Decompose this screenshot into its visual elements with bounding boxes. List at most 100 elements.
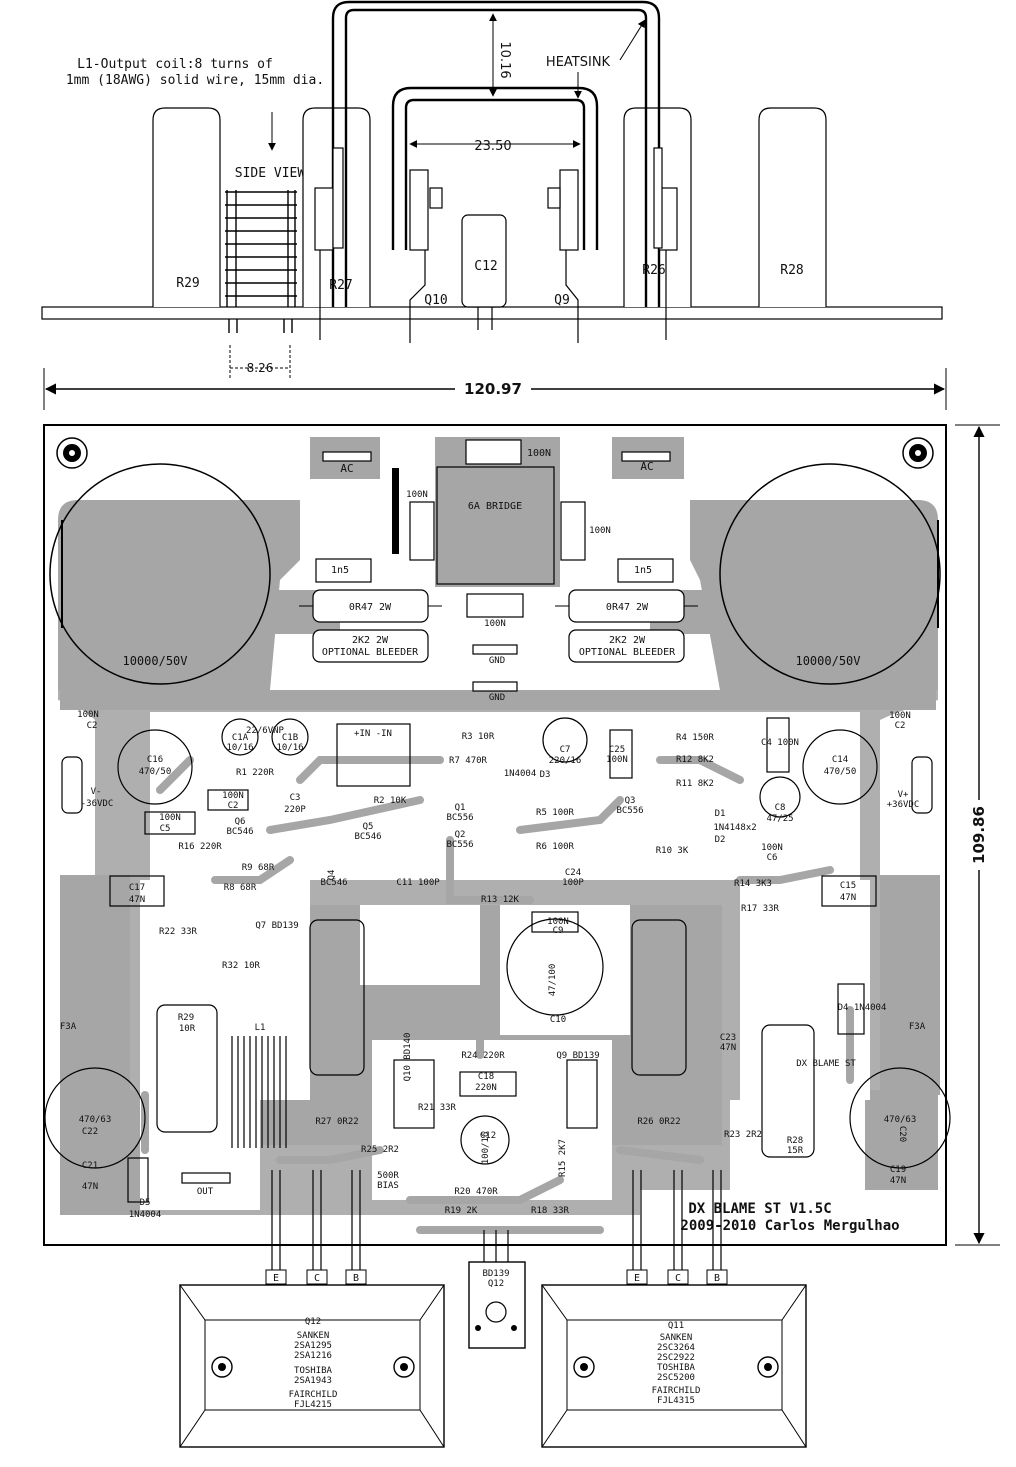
silkscreen-label: C18 xyxy=(478,1072,494,1082)
bigcap-right-label: 10000/50V xyxy=(795,654,860,668)
silkscreen-label: C23 xyxy=(720,1033,736,1043)
board-title-line2: 2009-2010 Carlos Mergulhao xyxy=(680,1218,899,1234)
silkscreen-label: R29 xyxy=(178,1013,194,1023)
silkscreen-label: 47N xyxy=(129,895,145,905)
silkscreen-label: BC546 xyxy=(354,832,381,842)
left-pin-c: C xyxy=(314,1273,320,1284)
silkscreen-label: C6 xyxy=(767,853,778,863)
silkscreen-label: C3 xyxy=(290,793,301,803)
silkscreen-label: C7 xyxy=(560,745,571,755)
q12-line7: FJL4215 xyxy=(294,1400,332,1410)
silkscreen-label: OUT xyxy=(197,1187,214,1197)
silkscreen-label: C9 xyxy=(553,926,564,936)
silkscreen-label: R24 220R xyxy=(461,1051,505,1061)
res-0r47-right: 0R47 2W xyxy=(606,602,649,613)
silkscreen-label: 470/63 xyxy=(79,1115,112,1125)
res-2k2-right-a: 2K2 2W xyxy=(609,635,646,646)
silkscreen-label: R7 470R xyxy=(449,756,488,766)
resistor-r28-body xyxy=(758,107,827,307)
q12-package: Q12 SANKEN 2SA1295 2SA1216 TOSHIBA 2SA19… xyxy=(179,1284,445,1448)
silkscreen-label: C2 xyxy=(228,801,239,811)
silkscreen-label: 10/16 xyxy=(276,743,303,753)
q9-label: Q9 xyxy=(554,293,570,308)
silkscreen-label: 100N xyxy=(159,813,181,823)
side-view: L1-Output coil:8 turns of 1mm (18AWG) so… xyxy=(41,0,947,410)
silkscreen-label: C19 xyxy=(890,1165,906,1175)
res-0r47-left: 0R47 2W xyxy=(349,602,392,613)
silkscreen-label: 47/25 xyxy=(766,814,793,824)
silkscreen-label: C12 xyxy=(480,1131,496,1141)
cap-1n5-right: 1n5 xyxy=(634,565,652,576)
silkscreen-label: R21 33R xyxy=(418,1103,457,1113)
heatsink-label: HEATSINK xyxy=(546,55,611,70)
ac-left-label: AC xyxy=(340,462,353,475)
gnd-2: GND xyxy=(489,693,505,703)
silkscreen-label: 47N xyxy=(82,1182,98,1192)
bd139-label: BD139 xyxy=(482,1269,509,1279)
silkscreen-label: D3 xyxy=(540,770,551,780)
right-pin-e: E xyxy=(634,1273,640,1284)
silkscreen-label: -36VDC xyxy=(81,799,114,809)
signal-components xyxy=(44,717,951,1203)
q11-line7: FJL4315 xyxy=(657,1396,695,1406)
silkscreen-label: 47N xyxy=(720,1043,736,1053)
silkscreen-label: R22 33R xyxy=(159,927,198,937)
silkscreen-label: R28 xyxy=(787,1136,803,1146)
silkscreen-label: 100N xyxy=(547,917,569,927)
silkscreen-label: C25 xyxy=(609,745,625,755)
gnd-1: GND xyxy=(489,656,505,666)
silkscreen-label: 10R xyxy=(179,1024,196,1034)
cap-100n-left: 100N xyxy=(406,490,428,500)
bd139-ref: Q12 xyxy=(488,1279,504,1289)
silkscreen-label: C21 xyxy=(82,1161,98,1171)
cap-100n-mid: 100N xyxy=(484,619,506,629)
silkscreen-label: R19 2K xyxy=(445,1206,478,1216)
silkscreen-label: Q7 BD139 xyxy=(255,921,298,931)
q11-line6: FAIRCHILD xyxy=(652,1386,701,1396)
silkscreen-label: C20 xyxy=(897,1126,907,1142)
silkscreen-label: 470/50 xyxy=(139,767,172,777)
q11-line2: 2SC3264 xyxy=(657,1343,695,1353)
silkscreen-label: R17 33R xyxy=(741,904,780,914)
dim-coil: 8.26 xyxy=(247,361,274,375)
silkscreen-label: D4 1N4004 xyxy=(838,1003,887,1013)
side-transistors xyxy=(314,147,678,251)
silkscreen-label: R10 3K xyxy=(656,846,689,856)
q12-line3: 2SA1216 xyxy=(294,1351,332,1361)
silkscreen-label: R12 8K2 xyxy=(676,755,714,765)
q10-label: Q10 xyxy=(424,293,447,308)
silkscreen-label: C1B xyxy=(282,733,298,743)
silkscreen-label: R11 8K2 xyxy=(676,779,714,789)
q12-name: Q12 xyxy=(305,1317,321,1327)
right-pin-b: B xyxy=(714,1273,720,1284)
side-view-label: SIDE VIEW xyxy=(235,166,306,181)
cap-100n-right: 100N xyxy=(589,526,611,536)
board-labels: 22/6VNP100NC2C16470/50C1A10/16C1B10/16+I… xyxy=(60,710,926,1220)
pcb-board: 10000/50V 10000/50V AC AC 6A BRIDGE 100N… xyxy=(43,424,1000,1246)
silkscreen-label: R15 2K7 xyxy=(558,1139,568,1177)
silkscreen-label: 47N xyxy=(890,1176,906,1186)
silkscreen-label: R2 10K xyxy=(374,796,407,806)
cap-100n-top: 100N xyxy=(527,448,551,459)
silkscreen-label: V- xyxy=(91,787,102,797)
mounting-hole-left xyxy=(56,437,88,469)
bigcap-left-label: 10000/50V xyxy=(122,654,187,668)
bridge-rectifier xyxy=(436,466,555,585)
silkscreen-label: D2 xyxy=(715,835,726,845)
silkscreen-label: C22 xyxy=(82,1127,98,1137)
r28-label: R28 xyxy=(780,263,803,278)
dim-board-width: 120.97 xyxy=(464,380,522,398)
silkscreen-label: BC556 xyxy=(446,813,473,823)
silkscreen-label: 470/50 xyxy=(824,767,857,777)
silkscreen-label: BC556 xyxy=(616,806,643,816)
coil-l1-side xyxy=(225,190,297,333)
q12-line4: TOSHIBA xyxy=(294,1366,333,1376)
silkscreen-label: C2 xyxy=(895,721,906,731)
silkscreen-label: R13 12K xyxy=(481,895,520,905)
silkscreen-label: C15 xyxy=(840,881,856,891)
res-2k2-left-b: OPTIONAL BLEEDER xyxy=(322,647,419,658)
silkscreen-label: R1 220R xyxy=(236,768,275,778)
right-pin-c: C xyxy=(675,1273,681,1284)
silkscreen-label: C10 xyxy=(550,1015,566,1025)
silkscreen-label: C5 xyxy=(160,824,171,834)
